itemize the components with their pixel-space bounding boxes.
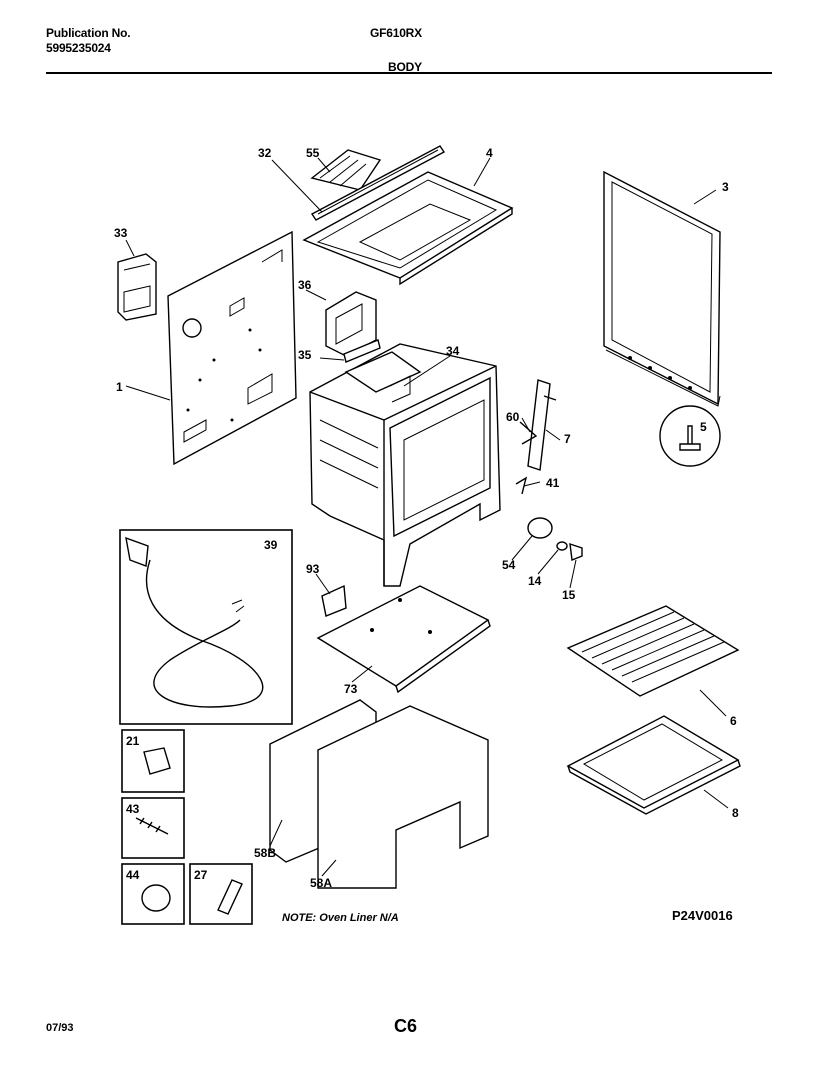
publication-number: 5995235024 xyxy=(46,41,111,55)
leader-lines xyxy=(125,157,729,877)
callout-15: 15 xyxy=(562,588,576,602)
part-32-strip xyxy=(310,145,446,221)
callout-32: 32 xyxy=(258,146,272,160)
callout-39: 39 xyxy=(264,538,278,552)
part-5-leveler-inset xyxy=(659,405,721,467)
callout-60: 60 xyxy=(506,410,520,424)
callout-36: 36 xyxy=(298,278,312,292)
part-60-sensor xyxy=(519,421,538,445)
oven-body-frame xyxy=(309,343,501,587)
model-number: GF610RX xyxy=(370,26,422,40)
part-1-back-panel xyxy=(167,230,297,466)
callout-73: 73 xyxy=(344,682,358,696)
part-58-insulation xyxy=(269,699,489,889)
part-44-box xyxy=(121,863,185,925)
callout-34: 34 xyxy=(446,344,460,358)
callout-58a: 58A xyxy=(310,876,333,890)
section-title: BODY xyxy=(388,60,422,74)
drawing-id: P24V0016 xyxy=(672,908,733,923)
callout-43: 43 xyxy=(126,802,140,816)
callout-33: 33 xyxy=(114,226,128,240)
part-33-terminal-block xyxy=(117,253,157,321)
callout-44: 44 xyxy=(126,868,140,882)
callout-1: 1 xyxy=(116,380,123,394)
callout-7: 7 xyxy=(564,432,571,446)
part-15-knob xyxy=(569,542,583,561)
part-27-box xyxy=(189,863,253,925)
publication-label: Publication No. xyxy=(46,26,131,40)
page-number: C6 xyxy=(394,1016,418,1036)
part-14-spring xyxy=(556,541,568,551)
callout-6: 6 xyxy=(730,714,737,728)
callout-8: 8 xyxy=(732,806,739,820)
part-54-bezel xyxy=(527,517,553,539)
part-93-bracket xyxy=(321,584,347,617)
part-4-top-panel xyxy=(302,171,514,286)
callout-14: 14 xyxy=(528,574,542,588)
callout-4: 4 xyxy=(486,146,493,160)
part-7-element xyxy=(527,379,557,471)
part-3-side-panel xyxy=(603,170,721,407)
part-8-broiler-pan xyxy=(566,715,741,815)
callout-27: 27 xyxy=(194,868,208,882)
footer-date: 07/93 xyxy=(46,1022,74,1034)
part-6-oven-rack xyxy=(566,605,740,697)
part-39-cord-box xyxy=(119,529,293,725)
callout-5: 5 xyxy=(700,420,707,434)
oven-liner-note: NOTE: Oven Liner N/A xyxy=(282,912,399,924)
part-43-box xyxy=(121,797,185,859)
part-21-box xyxy=(121,729,185,793)
callout-21: 21 xyxy=(126,734,140,748)
callout-54: 54 xyxy=(502,558,516,572)
callout-93: 93 xyxy=(306,562,320,576)
part-73-bottom-pan xyxy=(316,585,491,694)
callout-35: 35 xyxy=(298,348,312,362)
part-55-pad xyxy=(310,149,382,191)
callout-55: 55 xyxy=(306,146,320,160)
callout-41: 41 xyxy=(546,476,560,490)
callout-3: 3 xyxy=(722,180,729,194)
part-35-clip xyxy=(343,339,381,363)
part-36-bracket xyxy=(325,291,377,357)
part-41-clip xyxy=(515,476,528,495)
callout-58b: 58B xyxy=(254,846,277,860)
